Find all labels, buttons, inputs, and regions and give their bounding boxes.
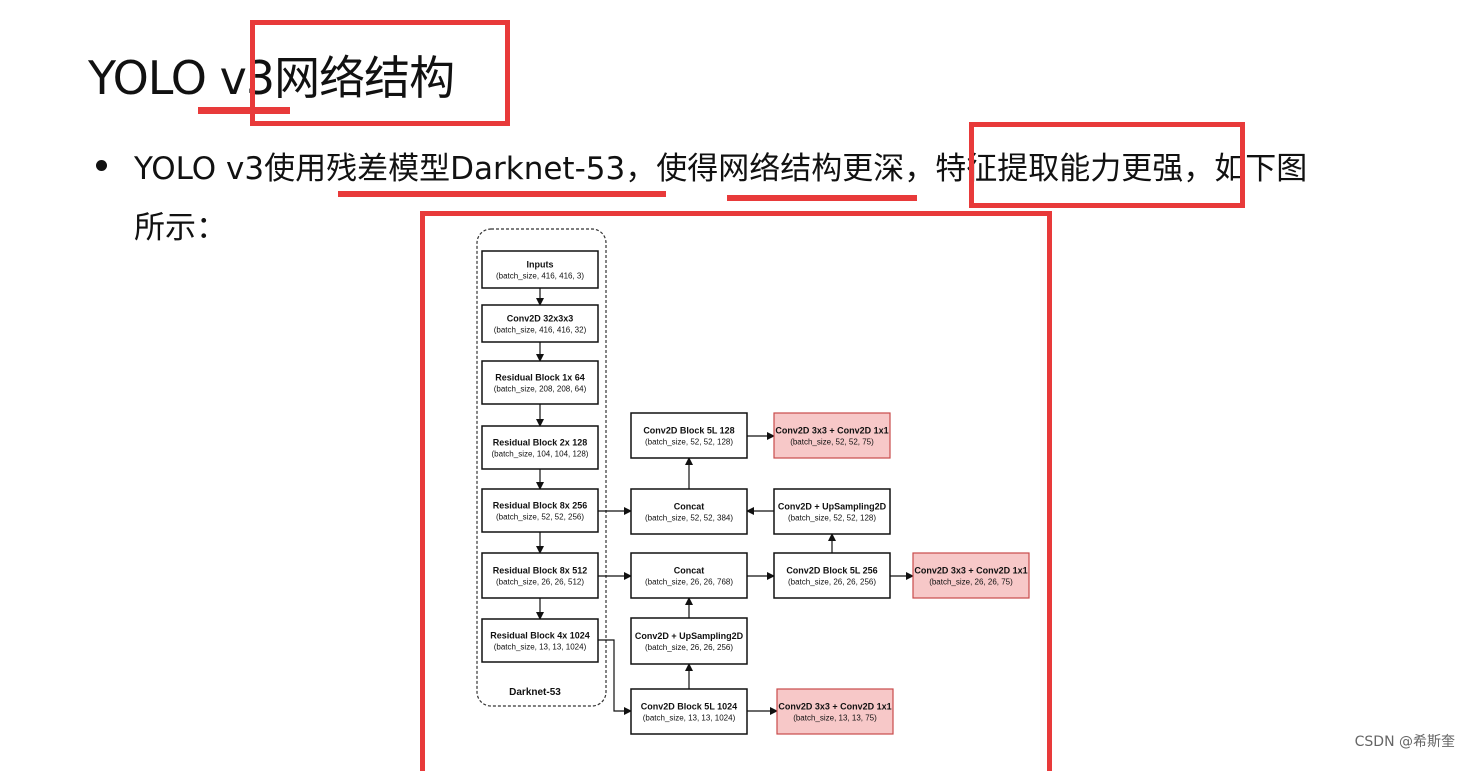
- node-box: [481, 488, 599, 533]
- node-shape-label: (batch_size, 26, 26, 256): [645, 643, 733, 652]
- node-res8a: Residual Block 8x 256 (batch_size, 52, 52…: [481, 488, 599, 533]
- node-out52: Conv2D 3x3 + Conv2D 1x1 (batch_size, 52, …: [773, 412, 891, 459]
- node-box: [630, 552, 748, 599]
- underline-residual-model: [338, 191, 666, 197]
- node-box: [481, 250, 599, 289]
- title-underline-mark: [198, 107, 290, 114]
- node-res1: Residual Block 1x 64 (batch_size, 208, 20…: [481, 360, 599, 405]
- node-cb1024: Conv2D Block 5L 1024 (batch_size, 13, 13,…: [630, 688, 748, 735]
- node-title: Residual Block 8x 256: [493, 501, 588, 511]
- node-shape-label: (batch_size, 26, 26, 768): [645, 578, 733, 587]
- node-cb256: Conv2D Block 5L 256 (batch_size, 26, 26, …: [773, 552, 891, 599]
- node-shape-label: (batch_size, 26, 26, 512): [496, 578, 584, 587]
- title-highlight-box: [250, 20, 510, 126]
- node-title: Conv2D Block 5L 256: [786, 566, 877, 576]
- node-shape-label: (batch_size, 52, 52, 128): [645, 438, 733, 447]
- node-title: Conv2D 32x3x3: [507, 314, 574, 324]
- node-box: [481, 360, 599, 405]
- node-shape-label: (batch_size, 208, 208, 64): [494, 385, 587, 394]
- node-res4: Residual Block 4x 1024 (batch_size, 13, 1…: [481, 618, 599, 663]
- node-shape-label: (batch_size, 104, 104, 128): [492, 450, 589, 459]
- node-up128: Conv2D + UpSampling2D (batch_size, 52, 52…: [773, 488, 891, 535]
- node-shape-label: (batch_size, 13, 13, 75): [793, 714, 877, 723]
- node-box: [773, 552, 891, 599]
- node-box: [630, 688, 748, 735]
- node-box: [912, 552, 1030, 599]
- node-shape-label: (batch_size, 52, 52, 384): [645, 514, 733, 523]
- node-title: Conv2D 3x3 + Conv2D 1x1: [778, 702, 891, 712]
- bullet-text-line2: 所示：: [134, 210, 227, 246]
- bullet-text-line1: YOLO v3使用残差模型Darknet-53，使得网络结构更深，特征提取能力更…: [134, 151, 1308, 187]
- node-shape-label: (batch_size, 13, 13, 1024): [494, 643, 587, 652]
- watermark-text: CSDN @希斯奎: [1354, 734, 1455, 750]
- node-box: [630, 412, 748, 459]
- node-concat52: Concat (batch_size, 52, 52, 384): [630, 488, 748, 535]
- node-res8b: Residual Block 8x 512 (batch_size, 26, 26…: [481, 552, 599, 599]
- node-res2: Residual Block 2x 128 (batch_size, 104, 1…: [481, 425, 599, 470]
- title-latin: YOLO v3: [88, 51, 275, 105]
- node-box: [773, 412, 891, 459]
- highlight-box-feature-extraction: [969, 122, 1245, 208]
- darknet53-group: [476, 228, 607, 707]
- node-title: Inputs: [527, 260, 554, 270]
- node-title: Residual Block 4x 1024: [490, 631, 590, 641]
- node-box: [481, 552, 599, 599]
- node-out13: Conv2D 3x3 + Conv2D 1x1 (batch_size, 13, …: [776, 688, 894, 735]
- edge-arrow: [598, 639, 632, 715]
- node-shape-label: (batch_size, 416, 416, 32): [494, 326, 587, 335]
- node-title: Conv2D 3x3 + Conv2D 1x1: [914, 566, 1027, 576]
- node-concat26: Concat (batch_size, 26, 26, 768): [630, 552, 748, 599]
- node-title: Conv2D Block 5L 128: [643, 426, 734, 436]
- node-box: [630, 617, 748, 665]
- node-title: Conv2D 3x3 + Conv2D 1x1: [775, 426, 888, 436]
- diagram-edges: [536, 288, 914, 715]
- darknet53-label: Darknet-53: [509, 687, 561, 698]
- node-up256: Conv2D + UpSampling2D (batch_size, 26, 26…: [630, 617, 748, 665]
- node-shape-label: (batch_size, 416, 416, 3): [496, 272, 584, 281]
- node-title: Conv2D + UpSampling2D: [635, 631, 744, 641]
- node-box: [776, 688, 894, 735]
- node-title: Residual Block 1x 64: [495, 373, 585, 383]
- node-shape-label: (batch_size, 13, 13, 1024): [643, 714, 736, 723]
- node-title: Conv2D Block 5L 1024: [641, 702, 737, 712]
- bullet-icon: [96, 160, 107, 171]
- node-title: Residual Block 8x 512: [493, 566, 588, 576]
- diagram-nodes: Inputs (batch_size, 416, 416, 3) Conv2D 32…: [481, 250, 1030, 735]
- node-cb128: Conv2D Block 5L 128 (batch_size, 52, 52, …: [630, 412, 748, 459]
- node-title: Concat: [674, 502, 705, 512]
- node-box: [481, 618, 599, 663]
- node-out26: Conv2D 3x3 + Conv2D 1x1 (batch_size, 26, …: [912, 552, 1030, 599]
- title-cjk: 网络结构: [274, 51, 455, 105]
- node-title: Conv2D + UpSampling2D: [778, 502, 887, 512]
- node-shape-label: (batch_size, 52, 52, 75): [790, 438, 874, 447]
- node-inputs: Inputs (batch_size, 416, 416, 3): [481, 250, 599, 289]
- slide-title: YOLO v3网络结构: [88, 48, 455, 108]
- node-title: Residual Block 2x 128: [493, 438, 588, 448]
- node-box: [773, 488, 891, 535]
- diagram-highlight-frame: [420, 211, 1052, 771]
- node-title: Concat: [674, 566, 705, 576]
- node-box: [481, 304, 599, 343]
- node-box: [630, 488, 748, 535]
- node-shape-label: (batch_size, 52, 52, 256): [496, 513, 584, 522]
- node-conv32: Conv2D 32x3x3 (batch_size, 416, 416, 32): [481, 304, 599, 343]
- node-shape-label: (batch_size, 52, 52, 128): [788, 514, 876, 523]
- node-shape-label: (batch_size, 26, 26, 75): [929, 578, 1013, 587]
- node-box: [481, 425, 599, 470]
- node-shape-label: (batch_size, 26, 26, 256): [788, 578, 876, 587]
- underline-deeper-network: [727, 195, 917, 201]
